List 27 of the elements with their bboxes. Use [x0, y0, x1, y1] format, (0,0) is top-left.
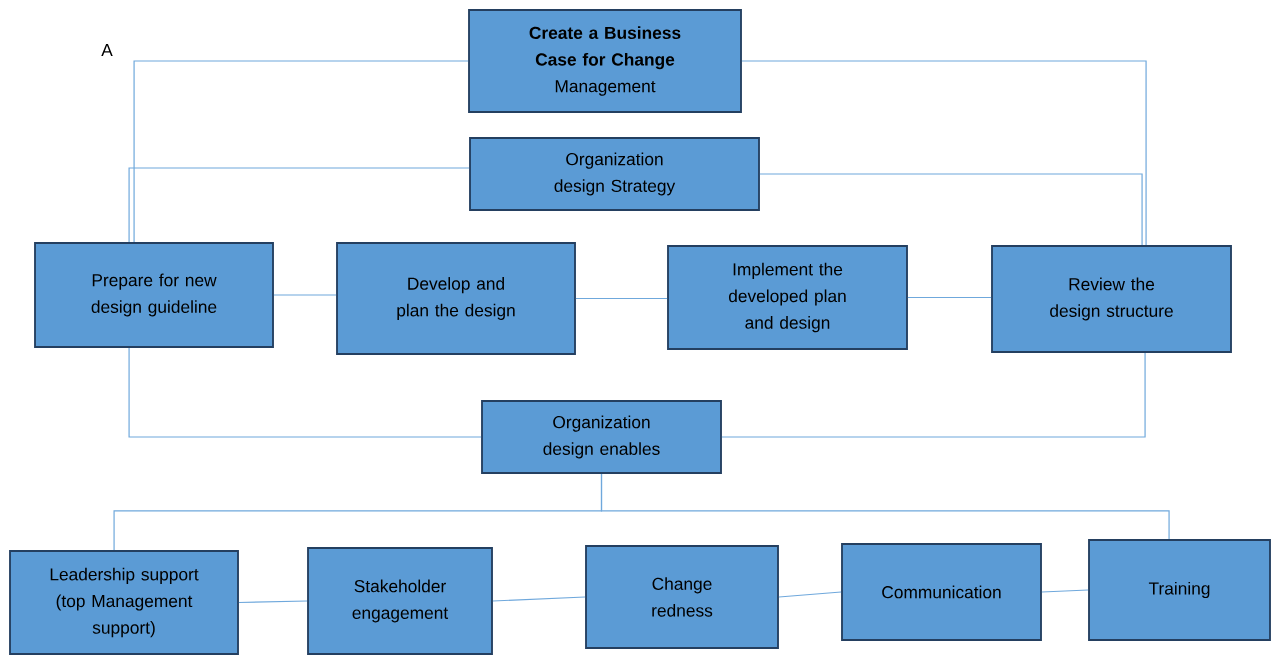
panel-letter: A: [101, 44, 113, 56]
connector-line: [741, 60, 1147, 246]
process-box: Organization design Strategy: [469, 137, 760, 211]
connector-line: [907, 296, 992, 299]
process-box: Communication: [841, 543, 1042, 641]
connector-line: [778, 591, 842, 598]
process-box: Change redness: [585, 545, 779, 649]
process-box: Stakeholder engagement: [307, 547, 493, 655]
connector-line: [575, 297, 668, 300]
connector-line: [492, 596, 586, 602]
process-box: Training: [1088, 539, 1271, 641]
connector-line: [600, 473, 1170, 540]
connector-line: [238, 600, 308, 604]
process-box: Leadership support (top Management support): [9, 550, 239, 655]
process-box: Organization design enables: [481, 400, 722, 474]
connector-line: [1041, 589, 1089, 593]
connector-line: [721, 352, 1146, 438]
process-box: Review the design structure: [991, 245, 1232, 353]
connector-line: [273, 294, 337, 296]
connector-line: [133, 60, 469, 243]
process-box: Develop and plan the design: [336, 242, 576, 355]
process-box: Prepare for new design guideline: [34, 242, 274, 348]
process-box: Implement the developed plan and design: [667, 245, 908, 350]
connector-line: [759, 173, 1143, 246]
connector-line: [128, 167, 470, 243]
connector-line: [128, 347, 482, 438]
process-box: Create a Business Case for Change Management: [468, 9, 742, 113]
